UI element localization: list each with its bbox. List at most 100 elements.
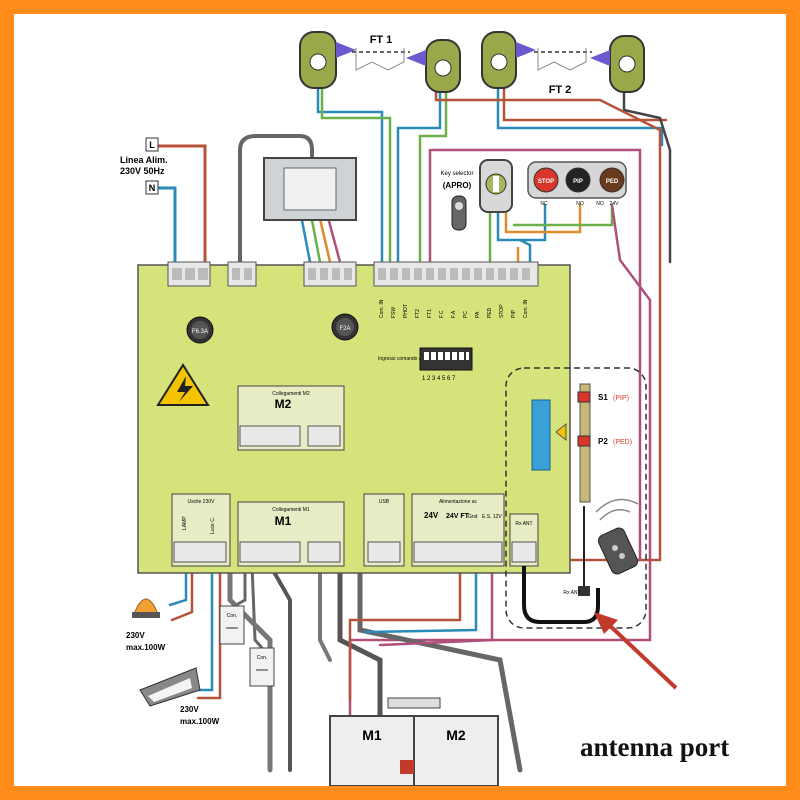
beam-arrow-icon — [406, 50, 426, 66]
capacitor-label: Con. — [257, 655, 268, 661]
rx-antenna-label: Rx ANT — [515, 521, 532, 527]
fuse-icon — [186, 316, 214, 344]
key-selector-title: Key selector — [440, 171, 473, 177]
wiring-diagram: FT 1 FT 2 L N Linea Alim. 230V 50Hz Key … — [14, 14, 786, 786]
motor-unit — [329, 697, 499, 786]
button-wire-label: NO — [596, 201, 604, 207]
output-label: LAMP — [182, 516, 188, 530]
dip-switch-label: Ingressi comando a sicurezza — [378, 356, 444, 362]
dip-switch-numbers: 1 2 3 4 5 6 7 — [422, 376, 456, 382]
high-voltage-warning-icon — [156, 363, 210, 406]
stop-button-icon — [533, 167, 559, 193]
phase-label: L — [149, 140, 155, 150]
terminal-label: PHOT — [403, 304, 409, 318]
pip-button-icon — [565, 167, 591, 193]
terminal-labels: Com. IN FSW PHOT FT2 FT1 F.C F.A PC PA P… — [379, 299, 529, 318]
terminal-block-transformer-primary — [227, 261, 257, 287]
power-voltage-label: 230V 50Hz — [120, 166, 165, 176]
usb-terminals — [367, 541, 401, 563]
terminal-label: Com. IN — [523, 299, 529, 318]
lamp-power: max.100W — [126, 643, 166, 652]
power-supply — [145, 137, 159, 195]
antenna-port-annotation: antenna port — [580, 732, 730, 762]
terminal-label: F.C — [439, 310, 445, 318]
capacitor-label: Con. — [227, 613, 238, 619]
annotation-arrow-icon — [594, 612, 678, 690]
receiver-channel-button-icon — [577, 391, 591, 403]
accessory-label: Gnd — [468, 514, 478, 520]
terminal-label: F.A — [451, 310, 457, 318]
terminal-label: FT2 — [415, 309, 421, 318]
accessory-label: E.S. 12V — [482, 514, 502, 520]
ped-button-icon — [599, 167, 625, 193]
accessory-label: 24V — [424, 511, 439, 520]
usb-label: USB — [379, 499, 390, 505]
photocell-group — [299, 31, 645, 93]
capacitor-icon — [219, 605, 245, 645]
m2-block-title: Collegamenti M2 — [272, 391, 310, 397]
terminal-block-transformer-secondary — [303, 261, 357, 287]
button-wire-label: 24V — [610, 201, 620, 207]
terminal-block-inputs — [373, 261, 539, 287]
m1-block-title: Collegamenti M1 — [272, 507, 310, 513]
m1-block-name: M1 — [275, 514, 292, 528]
motor-label: M2 — [446, 727, 466, 743]
terminal-label: FSW — [391, 307, 397, 318]
receiver-insert-arrow-icon — [555, 422, 567, 442]
terminal-block-power — [167, 261, 211, 287]
antenna-connector-icon — [578, 586, 590, 596]
accessories-block-title: Alimentazione ac — [439, 499, 478, 505]
key-icon — [451, 195, 467, 231]
ped-button-label: PED — [606, 179, 619, 185]
key-selector-mode: (APRO) — [443, 181, 472, 190]
m1-terminals — [239, 541, 341, 563]
terminal-label: PC — [463, 311, 469, 318]
terminal-label: STOP — [499, 304, 505, 318]
photocell-label-ft1: FT 1 — [370, 34, 393, 46]
terminal-label: PA — [475, 311, 481, 318]
button-panel — [527, 161, 627, 199]
beam-arrow-icon — [516, 42, 536, 58]
power-line-label: Linea Alim. — [120, 155, 168, 165]
accessory-label: 24V FT — [446, 513, 470, 520]
terminal-label: PED — [487, 307, 493, 318]
receiver-dashed-outline — [505, 367, 647, 629]
receiver-connector — [531, 399, 551, 471]
transformer-icon — [263, 157, 357, 221]
flashing-lamp-icon — [132, 598, 160, 618]
fuse-label: F6.3A — [192, 329, 208, 335]
m2-block-name: M2 — [275, 397, 292, 411]
neutral-label: N — [149, 183, 156, 193]
receiver-channel-code: P2 — [598, 437, 608, 446]
receiver-channel-label: (PED) — [613, 439, 632, 446]
dip-switch — [419, 347, 473, 371]
receiver-channel-code: S1 — [598, 393, 608, 402]
rx-antenna-terminals — [511, 541, 537, 563]
key-selector-switch — [479, 159, 513, 213]
light-power: max.100W — [180, 717, 220, 726]
rx-cable-label: Rx ANT — [563, 590, 580, 596]
motor-label: M1 — [362, 727, 382, 743]
outputs-terminals — [173, 541, 227, 563]
button-wire-label: NO — [576, 201, 584, 207]
fuse-label: F2A — [339, 326, 350, 332]
antenna-cable — [522, 566, 600, 624]
beam-arrow-icon — [590, 50, 610, 66]
receiver-channel-label: (PIP) — [613, 395, 629, 402]
signal-waves-icon — [595, 498, 639, 521]
beam-arrow-icon — [336, 42, 356, 58]
fuse-icon — [331, 313, 359, 341]
terminal-label: PIP — [511, 309, 517, 318]
terminal-label: Com. IN — [379, 299, 385, 318]
button-wire-label: NC — [540, 201, 548, 207]
stop-button-label: STOP — [538, 179, 554, 185]
output-label: Luce C. — [210, 517, 216, 534]
pip-button-label: PIP — [573, 179, 583, 185]
m2-terminals — [239, 425, 341, 447]
receiver-channel-button-icon — [577, 435, 591, 447]
accessories-terminals — [413, 541, 503, 563]
outputs-block-title: Uscite 230V — [188, 499, 216, 505]
remote-control-icon — [597, 527, 639, 575]
courtesy-light-icon — [139, 667, 201, 707]
